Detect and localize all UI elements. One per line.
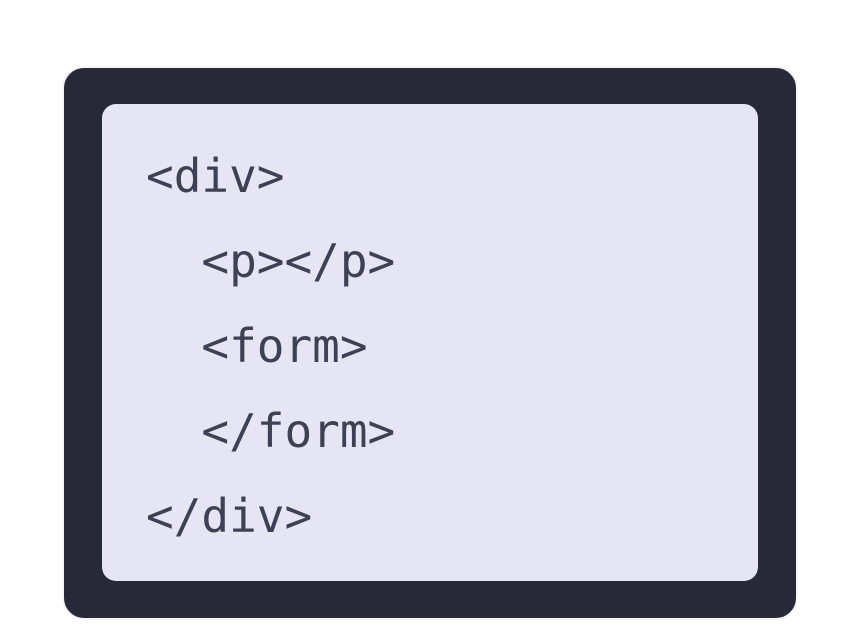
code-panel: <div> <p></p> <form> </form> </div> xyxy=(102,104,758,581)
code-line-div-open: <div> xyxy=(146,149,285,203)
code-line-p: <p></p> xyxy=(146,234,396,288)
code-line-form-open: <form> xyxy=(146,319,368,373)
code-snippet-card: <div> <p></p> <form> </form> </div> xyxy=(62,66,798,620)
code-line-form-close: </form> xyxy=(146,404,396,458)
code-line-div-close: </div> xyxy=(146,489,313,543)
